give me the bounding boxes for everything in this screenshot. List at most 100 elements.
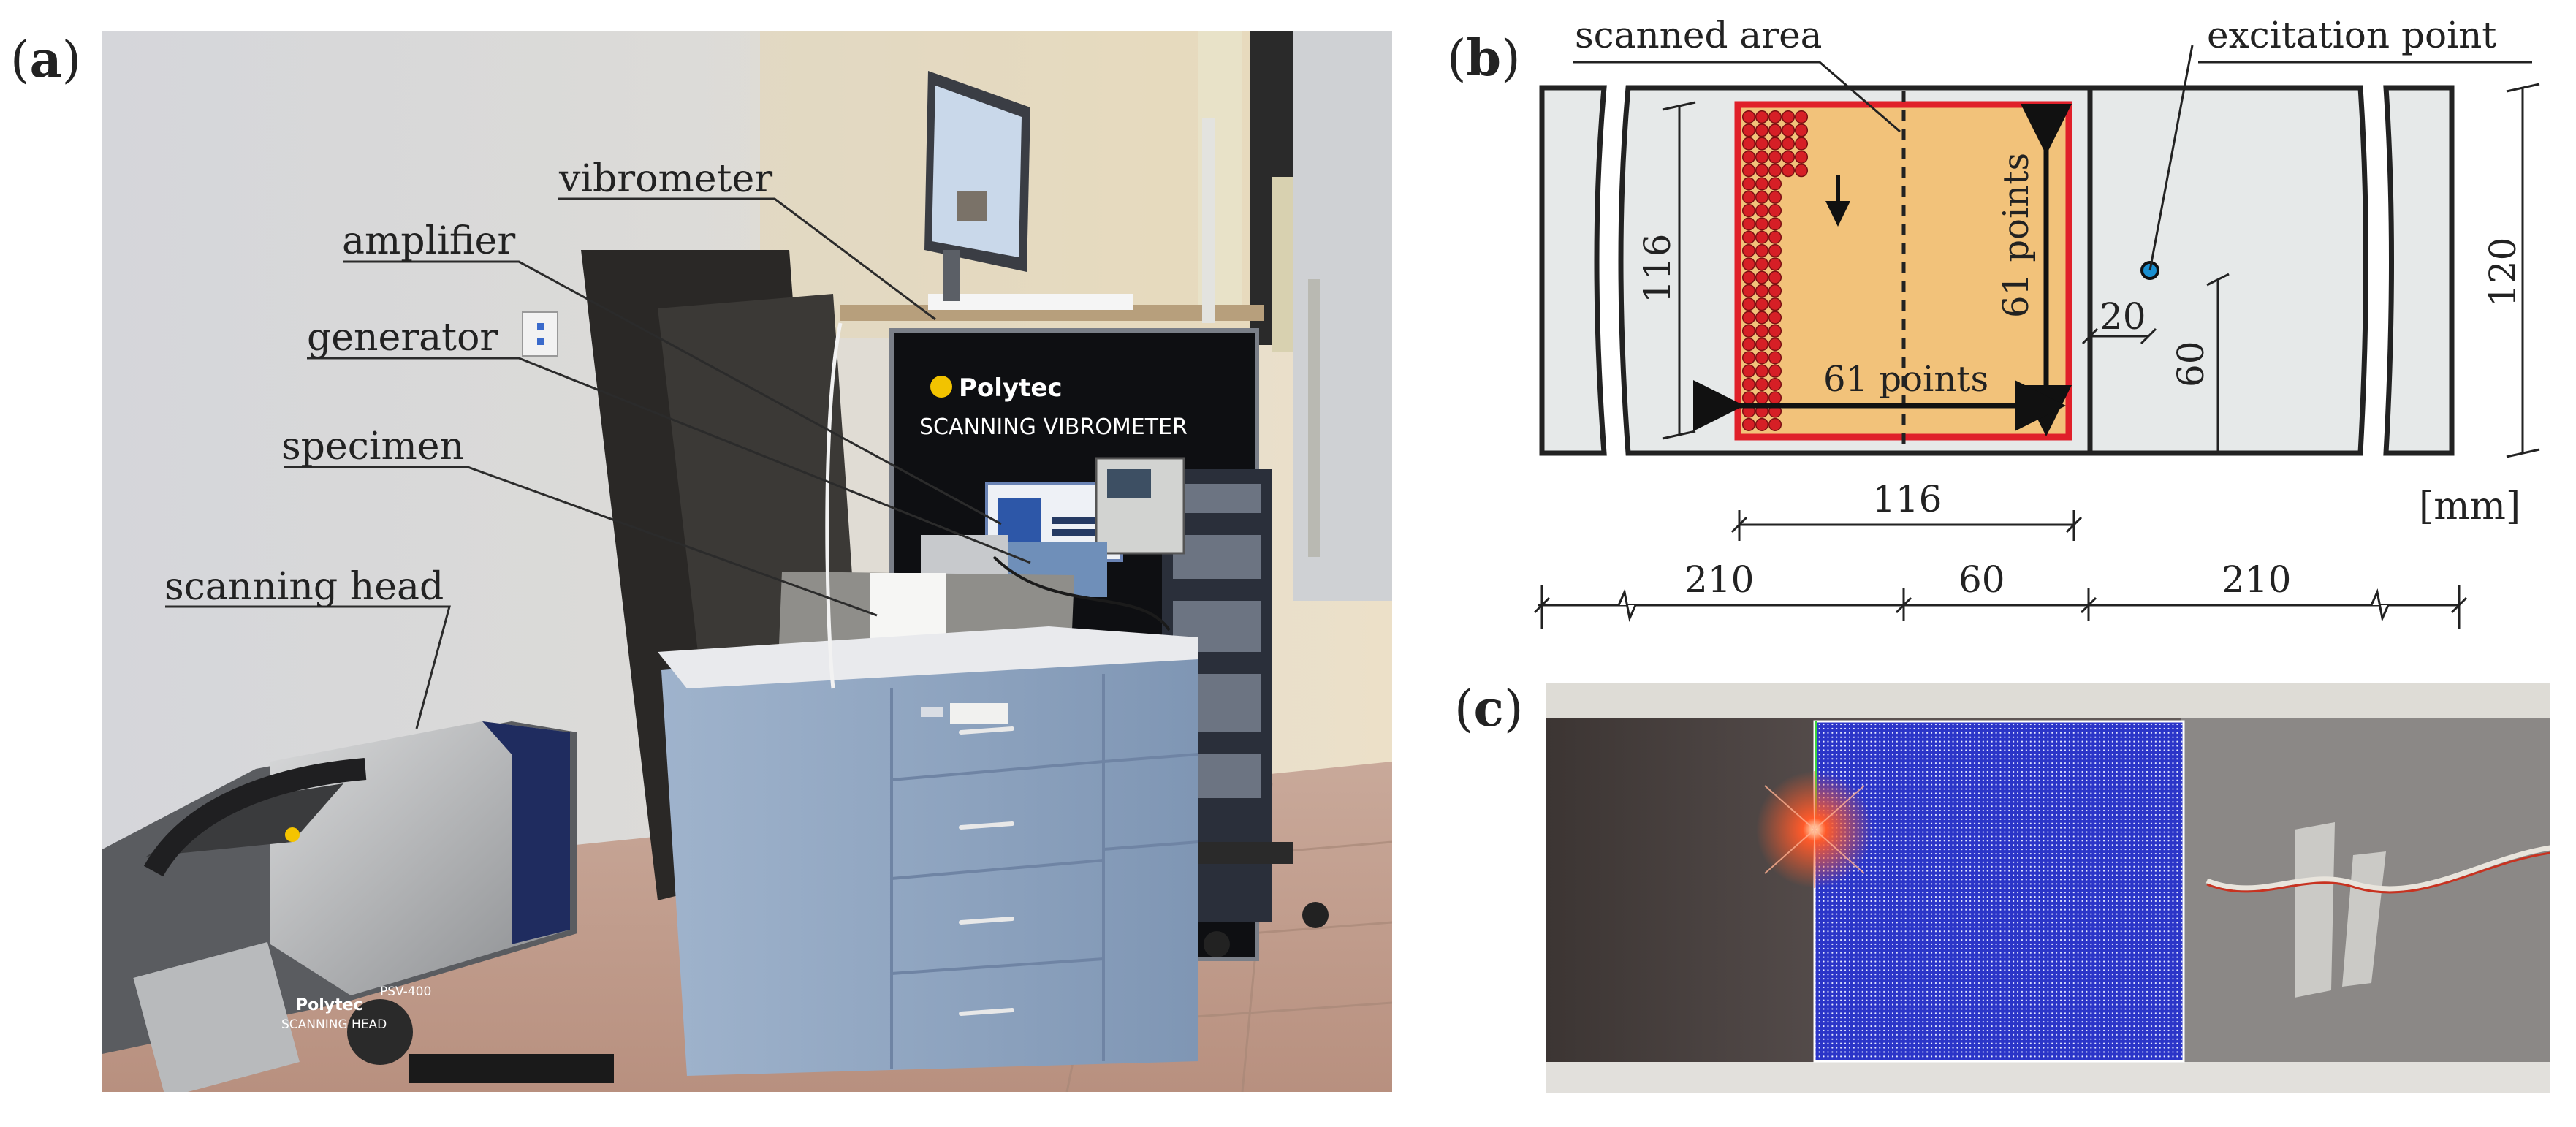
label-excitation-point: excitation point [2207,15,2496,56]
panel-label-c: (c) [1454,680,1524,738]
measurement-point [1755,177,1769,191]
measurement-point [1768,324,1782,338]
measurement-point [1741,124,1756,137]
measurement-point [1794,137,1809,151]
measurement-point [1768,284,1782,297]
measurement-point [1768,270,1782,284]
measurement-point [1794,164,1809,178]
specimen-diagram: 61 points 61 points 116 excitation point… [1533,15,2540,629]
measurement-point [1741,417,1756,431]
measurement-point [1794,124,1809,137]
measurement-point [1741,204,1756,218]
measurement-point [1755,124,1769,137]
measurement-point [1741,338,1756,352]
measurement-point [1781,124,1796,137]
dim-right: 210 [2222,558,2291,601]
measurement-point [1741,150,1756,164]
dim-scan-width: 116 [1872,478,1942,520]
measurement-point [1755,417,1769,431]
measurement-point [1768,351,1782,365]
callout-scanning-head: scanning head [164,565,444,609]
measurement-point [1768,364,1782,378]
case-title: SCANNING VIBROMETER [919,414,1188,440]
measurement-point [1741,230,1756,244]
measurement-point [1768,124,1782,137]
measurement-point [1755,311,1769,325]
callout-specimen: specimen [281,425,464,468]
measurement-point [1755,150,1769,164]
measurement-point [1741,164,1756,178]
setup-photo: Polytec SCANNING VIBROMETER [102,31,1392,1092]
measurement-point [1768,391,1782,405]
measurement-point [1755,351,1769,365]
measurement-point [1741,243,1756,258]
scan-grid-photo [1546,683,2550,1093]
amplifier-leader [343,260,1002,525]
measurement-point [1768,338,1782,352]
measurement-point [1741,297,1756,311]
dim-height-total: 120 [2482,238,2524,307]
measurement-point [1741,137,1756,151]
callout-generator: generator [307,316,498,360]
measurement-point [1768,230,1782,244]
measurement-point [1755,377,1769,392]
measurement-point [1755,217,1769,231]
measurement-point [1768,177,1782,191]
measurement-point [1781,150,1796,164]
measurement-point [1768,190,1782,204]
measurement-point [1741,257,1756,271]
measurement-point [1768,150,1782,164]
measurement-point [1768,204,1782,218]
scan-grid [1813,720,2185,1063]
measurement-point [1794,150,1809,164]
measurement-point [1755,230,1769,244]
measurement-point [1755,270,1769,284]
measurement-point [1768,137,1782,151]
panel-label-a: (a) [10,31,82,89]
measurement-point [1768,110,1782,124]
measurement-point [1794,110,1809,124]
polytec-logo [930,376,952,398]
dim-60-vertical: 60 [2170,341,2212,387]
measurement-point [1755,297,1769,311]
measurement-point [1755,137,1769,151]
case-brand: Polytec [959,373,1063,403]
scan-direction-arrow [1825,201,1850,227]
measurement-point [1768,164,1782,178]
callout-amplifier: amplifier [342,219,515,263]
measurement-point [1755,284,1769,297]
head-brand: Polytec [296,996,363,1014]
measurement-point [1755,364,1769,378]
measurement-point [1768,257,1782,271]
measurement-point [1755,338,1769,352]
specimen-leader [284,466,878,617]
measurement-point [1768,243,1782,258]
plate-right-section [2087,85,2368,456]
scanning-head-leader [165,605,451,729]
measurement-point [1781,164,1796,178]
generator-leader [307,357,1031,564]
measurement-point [1768,311,1782,325]
measurement-point [1755,110,1769,124]
measurement-point [1755,204,1769,218]
label-scanned-area: scanned area [1575,15,1822,56]
measurement-point [1741,391,1756,405]
plate-left-end [1539,85,1607,456]
measurement-point [1741,284,1756,297]
measurement-point [1755,190,1769,204]
measurement-point [1755,391,1769,405]
unit-label: [mm] [2419,485,2520,528]
vibrometer-leader [558,197,936,321]
head-model: PSV-400 [380,984,431,999]
measurement-point [1768,417,1782,431]
measurement-point [1741,351,1756,365]
measurement-point [1781,110,1796,124]
measurement-point [1741,110,1756,124]
measurement-point [1741,217,1756,231]
rows-label: 61 points [1996,153,2037,318]
panel-label-b: (b) [1447,29,1521,88]
measurement-point [1741,190,1756,204]
measurement-point [1755,324,1769,338]
dim-left: 210 [1684,558,1754,601]
head-text: SCANNING HEAD [281,1017,387,1032]
